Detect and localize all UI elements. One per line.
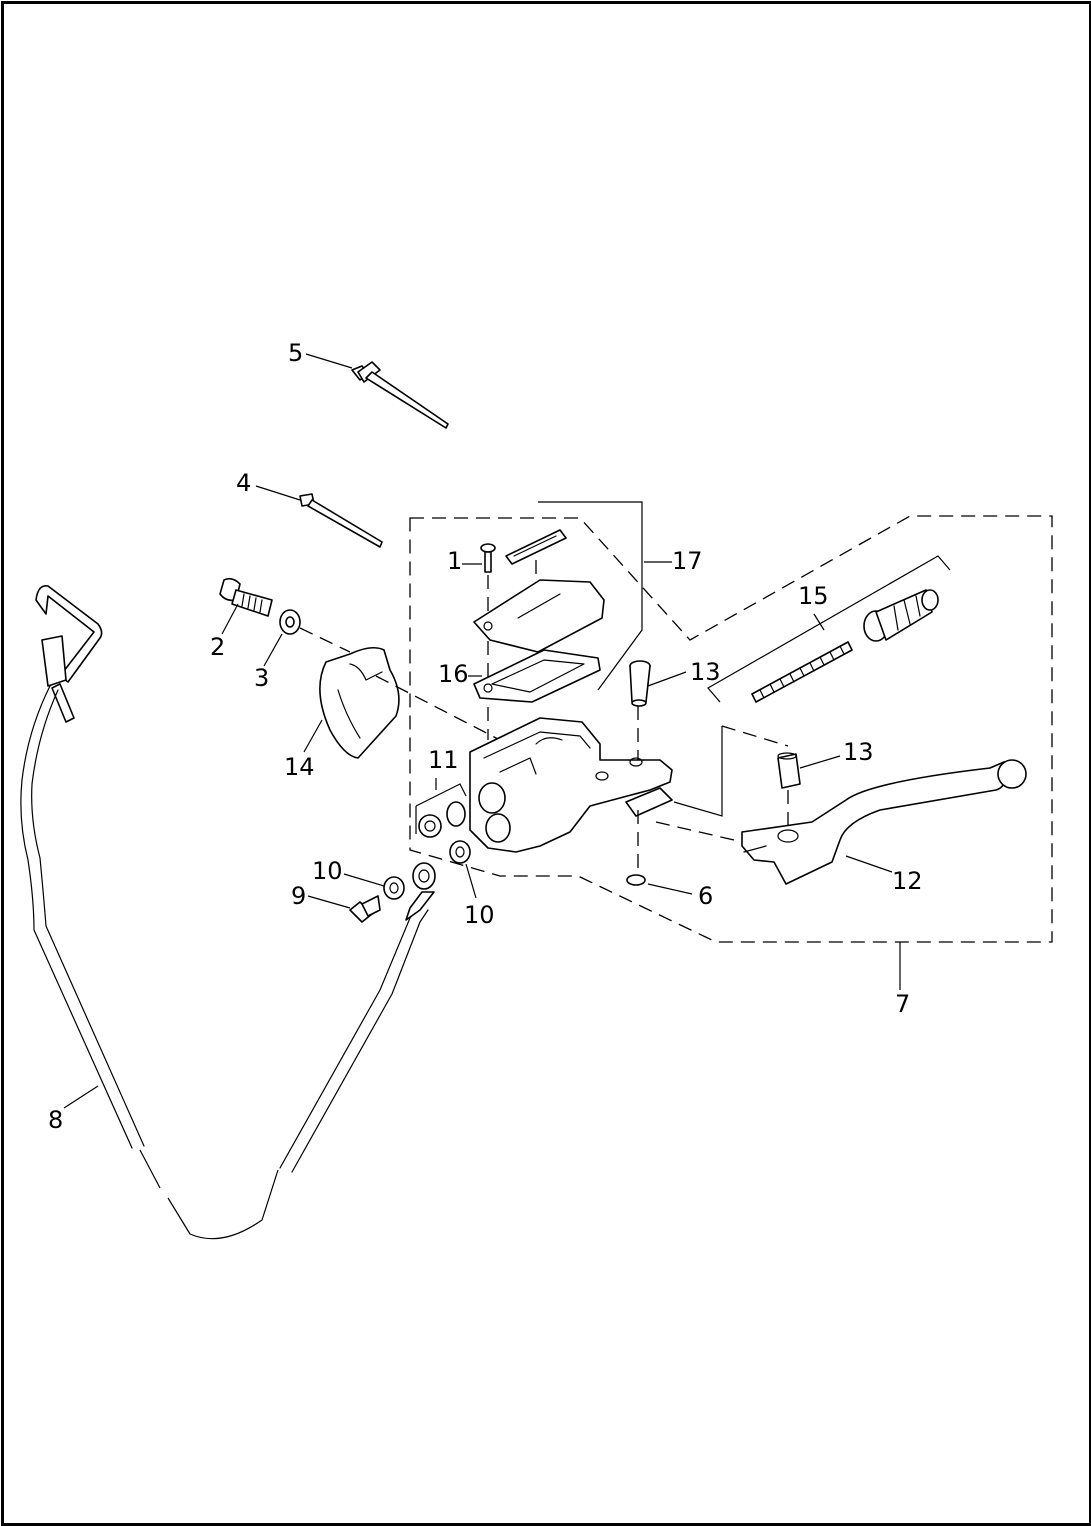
callout-10-left: 10: [312, 857, 343, 885]
callout-5: 5: [288, 339, 303, 367]
master-cylinder-body: [469, 717, 673, 853]
cable-tie-large: [351, 361, 449, 429]
callout-14: 14: [284, 753, 315, 781]
callout-15: 15: [798, 582, 829, 610]
callout-3: 3: [254, 664, 269, 692]
callout-labels: 5 4 2 3 14 1 16 17 13 15 13 11 12 6 7 10…: [48, 339, 923, 1134]
callout-8: 8: [48, 1106, 63, 1134]
clamp-bolt: [219, 577, 273, 617]
callout-13-lower: 13: [843, 738, 874, 766]
sealing-washer: [449, 840, 471, 864]
callout-6: 6: [698, 882, 713, 910]
cable-tie-small: [299, 493, 383, 548]
pivot-bushing: [777, 752, 801, 789]
bracket-17: [538, 501, 643, 691]
callout-7: 7: [895, 990, 910, 1018]
reservoir-cover: [473, 579, 605, 653]
retaining-ring: [626, 874, 646, 886]
bracket-15: [707, 555, 951, 703]
sight-glass-kit: [415, 778, 467, 838]
assembly-line: [375, 675, 501, 741]
callout-12: 12: [892, 867, 923, 895]
assembly-line: [673, 726, 723, 817]
clutch-lever: [741, 759, 1027, 885]
assembly-line: [721, 725, 789, 747]
return-spring: [751, 641, 853, 703]
cover-screw: [480, 543, 496, 573]
callout-1: 1: [447, 547, 462, 575]
cover-gasket: [473, 649, 601, 703]
piston-assembly: [863, 589, 939, 642]
handlebar-clamp: [319, 646, 400, 759]
assembly-7-boundary: [409, 515, 1053, 943]
callout-10-right: 10: [464, 901, 495, 929]
banjo-bolt: [349, 895, 381, 923]
washer: [279, 609, 301, 635]
callout-16: 16: [438, 660, 469, 688]
callout-11: 11: [428, 746, 459, 774]
callout-13-upper: 13: [690, 658, 721, 686]
callout-9: 9: [291, 882, 306, 910]
callout-2: 2: [210, 633, 225, 661]
pivot-pin: [629, 660, 651, 707]
clutch-cable: [20, 584, 436, 1240]
callout-4: 4: [236, 469, 251, 497]
sealing-washer: [383, 876, 405, 900]
callout-17: 17: [672, 547, 703, 575]
decal: [505, 529, 567, 565]
leader-lines: [63, 353, 893, 1109]
assembly-line: [299, 627, 351, 653]
